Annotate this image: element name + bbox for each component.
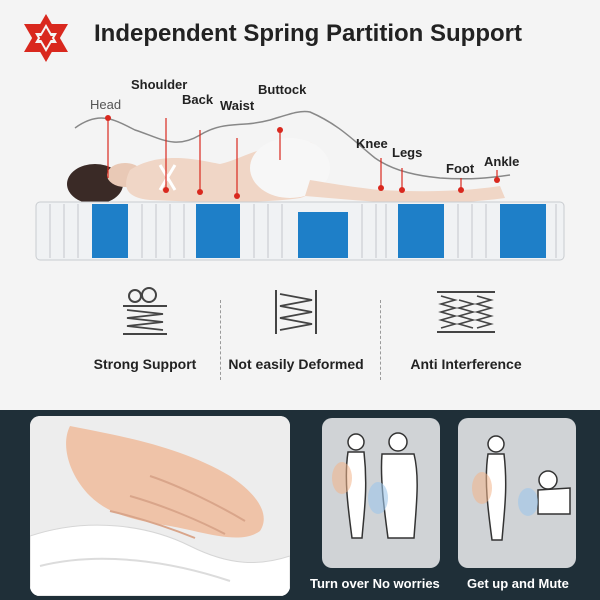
hand-icon [30, 416, 290, 596]
label-buttock: Buttock [258, 82, 307, 97]
feature-row: Strong Support Not easily Deformed Anti … [0, 280, 600, 400]
spring-press-icon [437, 291, 495, 333]
divider [380, 300, 381, 380]
sleeping-couple-icon [332, 432, 418, 539]
get-up-label: Get up and Mute [467, 576, 569, 591]
bottom-panel: Turn over No worries Get up and Mute [0, 410, 600, 600]
hand-pressing-mattress-photo [30, 416, 290, 596]
label-back: Back [182, 92, 214, 107]
spring-weight-icon [123, 287, 167, 335]
feature-label: Strong Support [93, 356, 197, 372]
mattress-illustration [35, 110, 565, 261]
top-panel: Independent Spring Partition Support [0, 0, 600, 410]
label-legs: Legs [392, 145, 423, 160]
star-of-david-logo [24, 14, 68, 62]
divider [220, 300, 221, 380]
label-foot: Foot [446, 161, 475, 176]
turn-over-label: Turn over No worries [310, 576, 440, 591]
get-up-card [458, 418, 576, 568]
label-ankle: Ankle [484, 154, 520, 169]
feature-anti-interference: Anti Interference [366, 280, 566, 400]
page-title: Independent Spring Partition Support [94, 20, 522, 47]
label-waist: Waist [220, 98, 255, 113]
feature-strong-support: Strong Support [50, 280, 240, 400]
label-head: Head [90, 97, 122, 112]
spring-compress-icon [275, 290, 317, 334]
label-shoulder: Shoulder [131, 77, 188, 92]
feature-label: Not easily Deformed [228, 356, 364, 372]
label-knee: Knee [356, 136, 388, 151]
feature-not-deformed: Not easily Deformed [206, 280, 386, 400]
turn-over-card [322, 418, 440, 568]
getting-up-icon [472, 435, 571, 541]
feature-label: Anti Interference [410, 356, 522, 372]
